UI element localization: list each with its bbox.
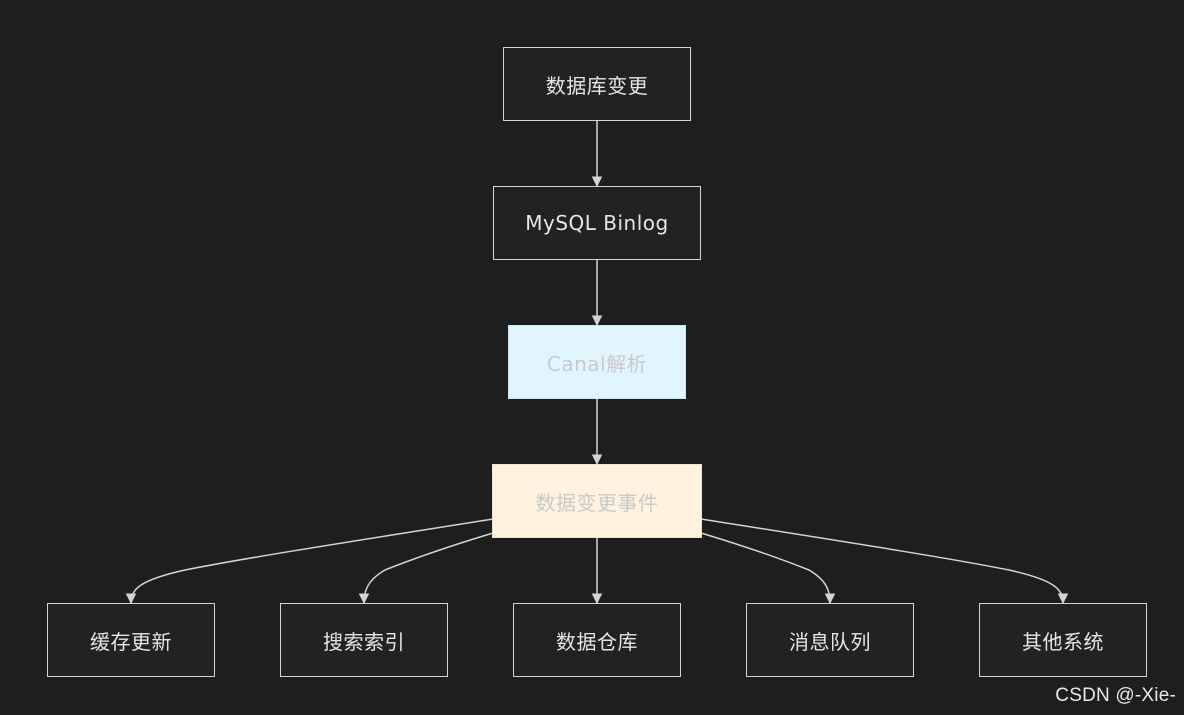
edge-event-to-cache-update bbox=[125, 518, 494, 605]
node-other-systems: 其他系统 bbox=[979, 603, 1147, 677]
node-mysql-binlog: MySQL Binlog bbox=[493, 186, 701, 260]
csdn-watermark: CSDN @-Xie- bbox=[1055, 685, 1176, 706]
node-cache-update: 缓存更新 bbox=[47, 603, 215, 677]
node-data-warehouse: 数据仓库 bbox=[513, 603, 681, 677]
node-message-queue: 消息队列 bbox=[746, 603, 914, 677]
node-data-change-event: 数据变更事件 bbox=[492, 464, 702, 538]
edge-event-to-message-queue bbox=[700, 532, 836, 605]
edge-event-to-other-systems bbox=[700, 518, 1069, 605]
node-db-change: 数据库变更 bbox=[503, 47, 691, 121]
edge-event-to-search-index bbox=[358, 532, 494, 605]
node-canal-parse: Canal解析 bbox=[508, 325, 686, 399]
node-search-index: 搜索索引 bbox=[280, 603, 448, 677]
